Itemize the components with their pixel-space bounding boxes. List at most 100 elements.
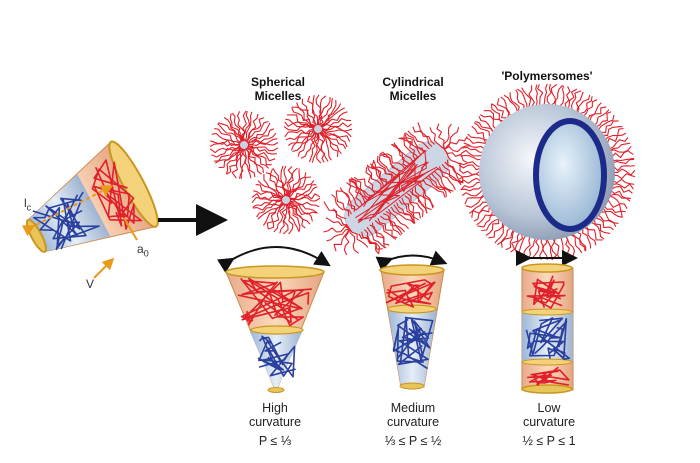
polymer-chain [321,130,348,148]
cone-medium-curvature [379,264,445,390]
polymer-chain [247,142,279,146]
polymer-chain [240,277,304,320]
polymer-chain [289,200,320,208]
polymer-chain [400,137,425,154]
polymer-chain [358,233,383,250]
polymer-chain [404,195,419,221]
polymer-chain [245,117,265,143]
polymer-chain [268,203,285,230]
cylinder-low-curvature [521,263,574,394]
polymer-chain [209,145,241,154]
polymer-chain [241,110,247,142]
polymer-chain [412,126,435,145]
polymer-chain [363,166,438,208]
polymer-chain [321,122,352,131]
title-spherical-micelles: Spherical Micelles [250,75,306,103]
curvature-arrow-medium [375,250,448,272]
title-polymersomes: 'Polymersomes' [501,69,593,83]
polymer-chain [320,131,342,155]
polymer-chain [319,98,333,126]
polymer-chain [355,155,429,211]
polymer-chain [287,203,301,232]
polymer-chain [279,203,288,234]
lc-arrow [21,185,114,237]
polymer-chain [252,199,283,208]
polymer-chain [331,194,352,215]
polymer-chain [287,168,301,197]
a0-pointer [123,217,138,241]
polymer-chain [392,326,428,370]
polymer-chain [387,279,433,308]
polymer-chain [290,131,316,151]
polymer-chain [348,179,366,204]
polymer-chain [237,279,303,321]
polymer-chain [385,210,403,235]
polymer-chain [422,179,446,198]
polymer-chain [348,228,359,254]
polymer-chain [532,281,565,309]
polymer-chain [372,159,387,185]
polymer-chain [348,179,363,206]
polymer-chain [214,146,241,162]
polymer-chain [321,118,351,129]
polymer-chain [380,153,406,170]
polymer-chain [396,316,434,361]
polymer-chain [226,148,243,175]
polymer-chain [369,163,395,179]
polymer-chain [256,201,283,218]
polymer-chain [407,130,430,150]
curvature-low-label: Low curvature [522,401,576,429]
polymer-chain [397,320,430,366]
polymer-chain [361,231,381,255]
polymer-chain [391,143,414,163]
polymer-chain [420,182,435,208]
polymer-chain [323,225,350,233]
polymer-chain [263,173,284,198]
polymer-chain [366,226,387,249]
polymer-chain [335,191,350,217]
polymer-chain [311,95,319,126]
polymer-chain [335,190,358,211]
polymer-chain [93,159,131,218]
polymer-chain [398,199,422,219]
polymer-chain [301,98,317,126]
polymer-chain [382,213,405,233]
polymer-chain [442,123,452,150]
condition-low: ½ ≤ P ≤ 1 [522,434,576,448]
condition-medium: ⅓ ≤ P ≤ ½ [384,434,442,448]
polymer-chain [242,110,251,142]
v-symbol: V [86,277,95,291]
polymer-chain [300,132,317,159]
polymer-chain [320,107,345,127]
polymer-chain [251,193,283,200]
polymer-chain [280,165,288,197]
polymer-chain [349,228,369,248]
polymer-chain [532,290,563,308]
polymer-chain [444,145,471,153]
polymer-chain [350,178,374,197]
polymer-chain [273,203,286,233]
polymer-chain [401,197,415,224]
polymer-chain [214,128,241,144]
polymer-chain [527,373,570,386]
polymer-chain [526,332,565,355]
polymer-chain [286,203,294,235]
polymer-chain [244,148,252,179]
polymer-chain [247,145,276,162]
polymer-chain [430,172,447,197]
polymer-chain [365,150,427,205]
polymer-chain [326,228,350,242]
polymer-chain [287,114,315,128]
polymer-chain [319,131,339,157]
polymer-chain [323,201,347,220]
polymer-chain [307,95,318,126]
polymer-chain [532,319,571,360]
polymer-chain [396,202,416,224]
cylindrical-micelle [323,122,471,256]
polymer-chain [287,172,307,197]
polymer-chain [441,163,462,186]
polymer-chain [411,188,428,214]
polymer-chain [285,118,315,129]
polymer-chain [264,341,296,378]
polymer-chain [246,120,269,143]
